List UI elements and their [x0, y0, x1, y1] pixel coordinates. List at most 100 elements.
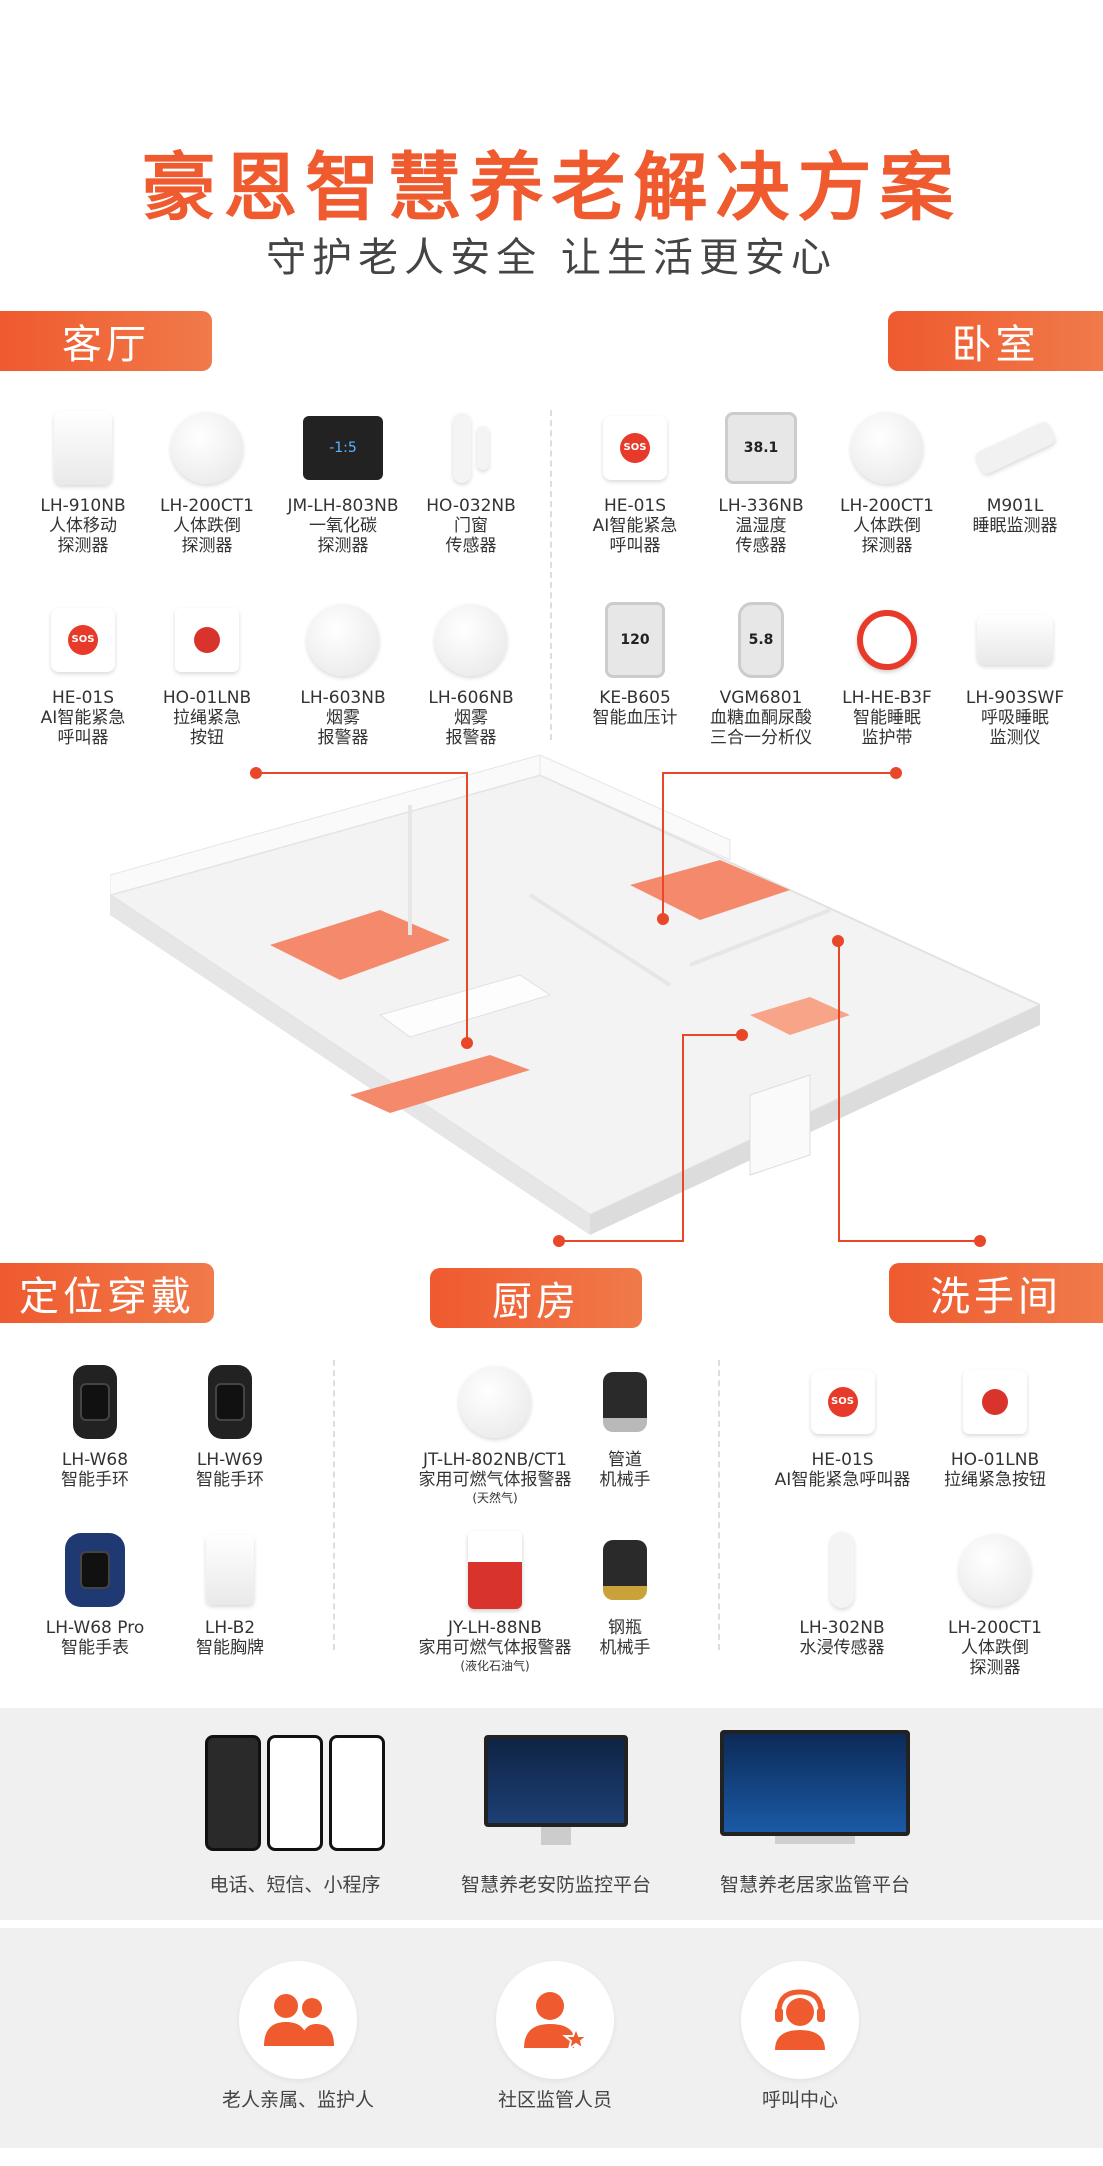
product-lh-w68[interactable]: LH-W68 智能手环	[20, 1362, 170, 1490]
product-lh-w69[interactable]: LH-W69 智能手环	[155, 1362, 305, 1490]
call-center-icon[interactable]	[741, 1961, 859, 2079]
product-lh-603nb[interactable]: LH-603NB 烟雾 报警器	[268, 600, 418, 748]
breath-monitor-icon	[977, 615, 1053, 665]
callout-line	[682, 1034, 738, 1036]
product-lh-336nb[interactable]: 38.1 LH-336NB 温湿度 传感器	[686, 408, 836, 556]
magnet-icon	[477, 426, 489, 470]
platform-label: 智慧养老居家监管平台	[719, 1874, 910, 1896]
product-type: 人体移动	[49, 516, 117, 536]
product-type: 一氧化碳	[309, 516, 377, 536]
callout-line	[838, 940, 840, 1242]
product-lh-w68-pro[interactable]: LH-W68 Pro 智能手表	[20, 1530, 170, 1658]
product-type: 智能胸牌	[196, 1638, 264, 1658]
callout-line	[838, 1240, 980, 1242]
phones-icon	[205, 1735, 387, 1855]
product-type: AI智能紧急	[592, 516, 678, 536]
product-lh-910nb[interactable]: LH-910NB 人体移动 探测器	[8, 408, 158, 556]
product-m901l[interactable]: M901L 睡眠监测器	[940, 408, 1090, 536]
product-model: LH-W68	[61, 1450, 129, 1470]
product-type: 按钮	[190, 728, 224, 748]
role-label: 社区监管人员	[497, 2089, 612, 2111]
product-ke-b605[interactable]: 120 KE-B605 智能血压计	[560, 600, 710, 728]
product-type: 智能血压计	[592, 708, 678, 728]
product-ho-01lnb[interactable]: HO-01LNB 拉绳紧急 按钮	[132, 600, 282, 748]
smart-band-icon	[208, 1365, 252, 1439]
motion-detector-icon	[54, 411, 112, 485]
product-he-01s[interactable]: SOS HE-01S AI智能紧急 呼叫器	[560, 408, 710, 556]
product-model: LH-200CT1	[948, 1618, 1042, 1638]
product-type: 家用可燃气体报警器	[418, 1638, 572, 1658]
fall-detector-icon	[959, 1534, 1031, 1606]
sos-caller-icon: SOS	[51, 608, 115, 672]
product-note: (天然气)	[472, 1491, 518, 1505]
product-model: M901L	[986, 496, 1044, 516]
callout-line	[466, 772, 468, 1042]
product-ho-01lnb[interactable]: HO-01LNB 拉绳紧急按钮	[925, 1362, 1065, 1490]
product-lh-b2[interactable]: LH-B2 智能胸牌	[155, 1530, 305, 1658]
family-guardian-icon[interactable]	[239, 1961, 357, 2079]
monitor-platform-icon	[484, 1735, 628, 1853]
product-type: 传感器	[445, 536, 497, 556]
product-model: KE-B605	[599, 688, 671, 708]
product-he-01s[interactable]: SOS HE-01S AI智能紧急 呼叫器	[8, 600, 158, 748]
product-cylinder-valve[interactable]: 钢瓶 机械手	[550, 1530, 700, 1658]
product-ho-032nb[interactable]: HO-032NB 门窗 传感器	[396, 408, 546, 556]
product-he-01s[interactable]: SOS HE-01S AI智能紧急呼叫器	[760, 1362, 925, 1490]
product-lh-he-b3f[interactable]: LH-HE-B3F 智能睡眠 监护带	[812, 600, 962, 748]
pull-cord-button-icon	[175, 608, 239, 672]
product-jy-lh-88nb[interactable]: JY-LH-88NB 家用可燃气体报警器 (液化石油气)	[390, 1530, 600, 1674]
product-type: 探测器	[969, 1658, 1021, 1678]
product-model: JM-LH-803NB	[287, 496, 399, 516]
product-type: 机械手	[599, 1470, 651, 1490]
product-pipe-valve[interactable]: 管道 机械手	[550, 1362, 700, 1490]
sos-text: SOS	[68, 625, 98, 655]
product-type: 报警器	[317, 728, 369, 748]
section-wearable: 定位穿戴	[0, 1263, 214, 1323]
product-lh-200ct1[interactable]: LH-200CT1 人体跌倒 探测器	[925, 1530, 1065, 1678]
product-model: LH-603NB	[300, 688, 386, 708]
thermo-hygrometer-icon: 38.1	[725, 412, 797, 484]
fall-detector-icon	[171, 412, 243, 484]
product-type: 监测仪	[989, 728, 1041, 748]
product-vgm6801[interactable]: 5.8 VGM6801 血糖血酮尿酸 三合一分析仪	[686, 600, 836, 748]
section-bedroom: 卧室	[888, 311, 1103, 371]
product-type: 血糖血酮尿酸	[710, 708, 812, 728]
product-model: LH-W69	[196, 1450, 264, 1470]
pull-cord-button-icon	[963, 1370, 1027, 1434]
product-type: 探测器	[57, 536, 109, 556]
product-lh-302nb[interactable]: LH-302NB 水浸传感器	[762, 1530, 922, 1658]
product-lh-903swf[interactable]: LH-903SWF 呼吸睡眠 监测仪	[940, 600, 1090, 748]
product-type: 呼叫器	[57, 728, 109, 748]
screen-value: 38.1	[743, 440, 779, 456]
product-model: JT-LH-802NB/CT1	[423, 1450, 567, 1470]
community-supervisor-icon[interactable]	[496, 1961, 614, 2079]
glucose-meter-icon: 5.8	[738, 602, 784, 678]
product-type: 拉绳紧急按钮	[944, 1470, 1046, 1490]
sleep-monitor-icon	[973, 420, 1057, 476]
product-lh-606nb[interactable]: LH-606NB 烟雾 报警器	[396, 600, 546, 748]
product-lh-200ct1[interactable]: LH-200CT1 人体跌倒 探测器	[132, 408, 282, 556]
product-type: AI智能紧急呼叫器	[774, 1470, 911, 1490]
product-type: 探测器	[181, 536, 233, 556]
product-type: 门窗	[454, 516, 488, 536]
role-label: 老人亲属、监护人	[221, 2089, 374, 2111]
product-model: LH-903SWF	[965, 688, 1065, 708]
product-model: 管道	[608, 1450, 642, 1470]
section-kitchen: 厨房	[430, 1268, 642, 1328]
product-jm-lh-803nb[interactable]: -1:5 JM-LH-803NB 一氧化碳 探测器	[268, 408, 418, 556]
product-type: 探测器	[317, 536, 369, 556]
product-model: LH-200CT1	[160, 496, 254, 516]
callout-dot	[890, 767, 902, 779]
product-type: 拉绳紧急	[173, 708, 241, 728]
product-type: 烟雾	[326, 708, 360, 728]
product-jt-lh-802nb-ct1[interactable]: JT-LH-802NB/CT1 家用可燃气体报警器 (天然气)	[390, 1362, 600, 1506]
product-type: 呼叫器	[609, 536, 661, 556]
sos-caller-icon: SOS	[810, 1370, 875, 1434]
product-type: 人体跌倒	[173, 516, 241, 536]
home-supervision-platform-icon	[720, 1730, 910, 1850]
sleep-belt-icon	[857, 610, 917, 670]
product-model: HE-01S	[603, 496, 667, 516]
product-model: LH-606NB	[428, 688, 514, 708]
lpg-alarm-icon	[468, 1531, 522, 1609]
product-lh-200ct1[interactable]: LH-200CT1 人体跌倒 探测器	[812, 408, 962, 556]
